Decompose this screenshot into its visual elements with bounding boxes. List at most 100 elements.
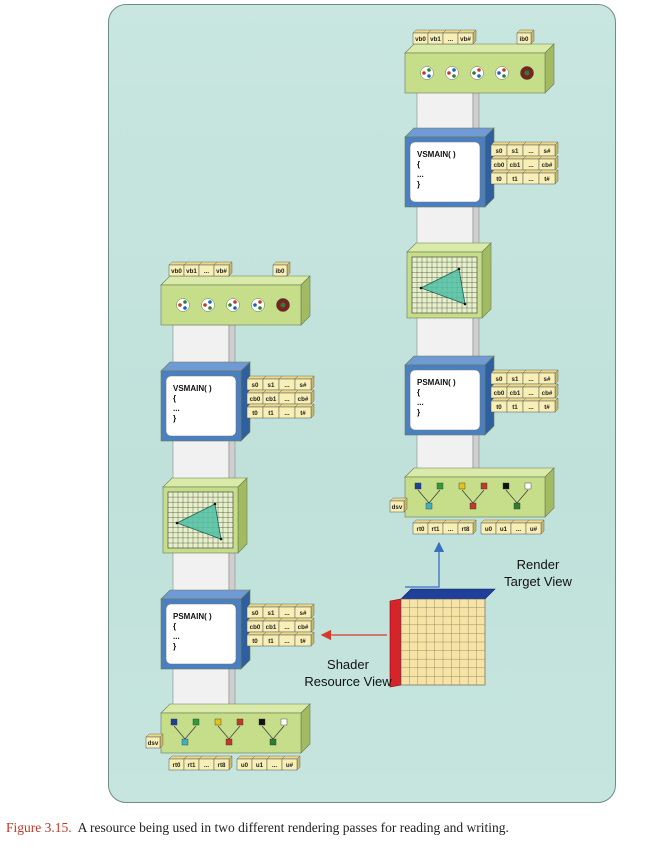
vertex-dots-icon	[470, 66, 484, 80]
depth-stencil-slot: dsv	[389, 497, 408, 513]
slot-label: t1	[512, 404, 518, 411]
index-buffer-slot: ib0	[272, 261, 291, 277]
vertex-dots-icon	[251, 298, 265, 312]
slot-label: ...	[516, 526, 521, 533]
sampler-slots: s0 s1... s#	[246, 375, 315, 391]
output-color-square	[414, 482, 422, 490]
output-color-square	[502, 482, 510, 490]
code-line: {	[173, 622, 176, 631]
slot-label: t0	[252, 638, 258, 645]
code-line: }	[173, 414, 176, 423]
output-color-square	[170, 718, 178, 726]
slot-label: ...	[284, 638, 289, 645]
slot-label: u1	[256, 762, 264, 769]
code-card	[409, 369, 481, 431]
slot-cell	[272, 264, 288, 277]
slot-cell	[294, 406, 312, 419]
slot-label: rt8	[218, 762, 226, 769]
blend-result-square	[425, 502, 433, 510]
slot-label: s0	[252, 382, 259, 389]
code-line: VSMAIN( )	[417, 150, 456, 159]
slot-label: ...	[528, 404, 533, 411]
slot-cell	[457, 32, 474, 45]
shader-resource-view-label-line2: Resource View	[304, 674, 392, 689]
slot-label: s#	[300, 382, 307, 389]
slot-label: cb0	[250, 396, 261, 403]
resource-left-face	[389, 598, 402, 688]
slot-cell	[145, 736, 161, 749]
index-buffer-slot: ib0	[516, 29, 535, 45]
vertex-dots-icon	[176, 298, 190, 312]
slot-cell	[389, 500, 405, 513]
slot-label: t1	[268, 410, 274, 417]
slot-label: u#	[286, 762, 294, 769]
slot-label: rt0	[417, 526, 425, 533]
slot-label: s1	[268, 382, 275, 389]
render-target-view-label-line1: Render	[517, 557, 560, 572]
slot-label: u#	[530, 526, 538, 533]
code-line: }	[173, 642, 176, 651]
slot-label: cb1	[510, 390, 521, 397]
slot-label: vb0	[415, 36, 426, 43]
slot-label: t#	[300, 410, 306, 417]
slot-label: s0	[496, 376, 503, 383]
slot-label: cb0	[494, 162, 505, 169]
slot-label: s#	[300, 610, 307, 617]
slot-label: vb#	[460, 36, 471, 43]
slot-label: cb#	[542, 390, 553, 397]
slot-cell	[538, 400, 556, 413]
slot-label: ...	[284, 382, 289, 389]
triangle-icon	[419, 268, 466, 305]
slot-label: ...	[528, 162, 533, 169]
slot-label: ...	[284, 410, 289, 417]
slot-cell	[213, 758, 230, 771]
slot-label: u0	[485, 526, 493, 533]
slot-label: vb0	[171, 268, 182, 275]
slot-label: dsv	[148, 740, 159, 747]
output-color-square	[524, 482, 532, 490]
code-line: ...	[417, 170, 424, 179]
slot-label: t0	[496, 176, 502, 183]
slot-label: ...	[272, 762, 277, 769]
code-line: PSMAIN( )	[417, 378, 456, 387]
slot-label: cb#	[542, 162, 553, 169]
slot-label: ...	[528, 148, 533, 155]
slot-cell	[538, 172, 556, 185]
slot-label: ...	[204, 762, 209, 769]
code-card	[165, 603, 237, 665]
slot-label: cb1	[266, 396, 277, 403]
code-line: VSMAIN( )	[173, 384, 212, 393]
code-line: {	[417, 160, 420, 169]
slot-label: ib0	[276, 268, 285, 275]
slot-cell	[281, 758, 298, 771]
slot-label: s#	[544, 148, 551, 155]
slot-cell	[213, 264, 230, 277]
resource-top-face	[400, 588, 496, 600]
slot-label: ...	[528, 176, 533, 183]
slot-label: cb1	[510, 162, 521, 169]
blend-result-square	[269, 738, 277, 746]
vertex-dots-icon	[420, 66, 434, 80]
slot-label: s0	[252, 610, 259, 617]
slot-label: ...	[284, 624, 289, 631]
slot-label: s#	[544, 376, 551, 383]
slot-label: s1	[268, 610, 275, 617]
caption-text: A resource being used in two different r…	[77, 820, 509, 835]
code-line: ...	[173, 404, 180, 413]
slot-label: ...	[528, 390, 533, 397]
slot-label: ...	[528, 376, 533, 383]
render-target-view-label-line2: Target View	[504, 574, 572, 589]
constant-buffer-slots: cb0 cb1... cb#	[490, 155, 559, 171]
slot-label: rt0	[173, 762, 181, 769]
code-line: ...	[173, 632, 180, 641]
slot-label: u1	[500, 526, 508, 533]
output-color-square	[458, 482, 466, 490]
slot-label: t#	[300, 638, 306, 645]
slot-label: t#	[544, 176, 550, 183]
